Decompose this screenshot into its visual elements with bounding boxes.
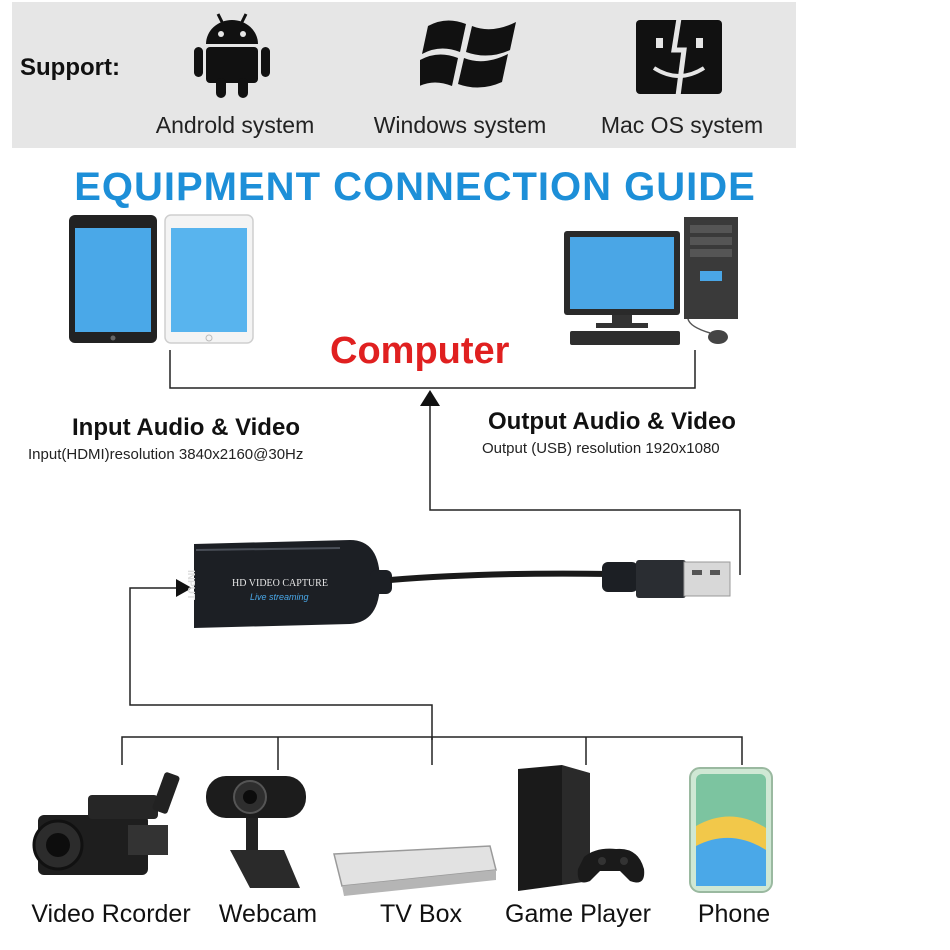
device-label-phone: Phone — [697, 900, 771, 928]
android-icon — [194, 13, 270, 98]
phone-icon — [689, 767, 773, 893]
tv-box-icon — [333, 845, 497, 896]
device-label-video-recorder: Video Rcorder — [31, 900, 191, 928]
input-detail: Input(HDMI)resolution 3840x2160@30Hz — [28, 446, 304, 463]
capture-brand-text: HD VIDEO CAPTURE — [232, 578, 328, 589]
video-recorder-icon — [32, 772, 180, 875]
windows-system-label: Windows system — [373, 112, 547, 138]
device-label-webcam: Webcam — [218, 900, 318, 928]
device-label-game-player: Game Player — [505, 900, 651, 928]
dark-tablet-icon — [69, 215, 157, 343]
hdmi-capture-device — [194, 540, 731, 628]
connection-guide-title: EQUIPMENT CONNECTION GUIDE — [74, 165, 756, 209]
capture-input-port-label: INPUT — [185, 570, 196, 600]
output-detail: Output (USB) resolution 1920x1080 — [482, 440, 720, 457]
mac-os-system-label: Mac OS system — [600, 112, 764, 138]
windows-icon — [420, 20, 516, 88]
device-label-tv-box: TV Box — [380, 900, 462, 928]
mac-os-icon — [636, 11, 722, 97]
game-player-icon — [518, 765, 645, 891]
support-label: Support: — [20, 54, 120, 81]
capture-sub-text: Live streaming — [250, 592, 309, 602]
webcam-icon — [206, 776, 306, 888]
input-heading: Input Audio & Video — [72, 414, 300, 441]
computer-label: Computer — [330, 330, 510, 372]
white-tablet-icon — [164, 214, 254, 344]
desktop-computer-icon — [564, 217, 738, 345]
output-heading: Output Audio & Video — [488, 408, 736, 435]
android-system-label: Androld system — [155, 112, 315, 138]
